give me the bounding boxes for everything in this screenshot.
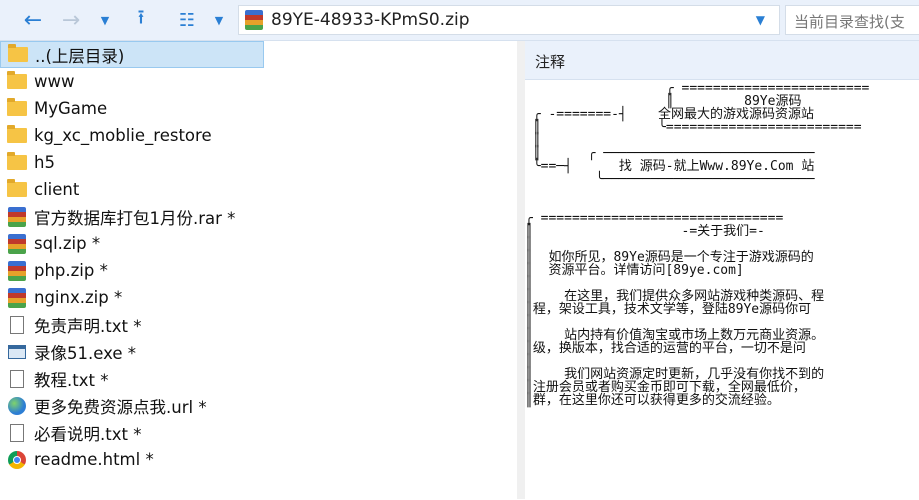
back-button[interactable]: ← xyxy=(18,6,48,34)
folder-icon xyxy=(7,44,29,65)
file-row[interactable]: MyGame xyxy=(0,95,517,122)
file-name: php.zip * xyxy=(34,261,108,280)
folder-icon xyxy=(6,152,28,173)
file-row[interactable]: kg_xc_moblie_restore xyxy=(0,122,517,149)
file-name: 更多免费资源点我.url * xyxy=(34,397,207,417)
file-name: client xyxy=(34,180,80,199)
archive-icon xyxy=(6,206,28,227)
chrome-icon xyxy=(6,450,28,470)
archive-icon xyxy=(6,233,28,254)
up-folder-icon: ⭱ xyxy=(137,5,145,29)
folder-icon xyxy=(6,71,28,92)
text-file-icon xyxy=(6,423,28,443)
file-name: 官方数据库打包1月份.rar * xyxy=(34,208,236,228)
splitter[interactable] xyxy=(517,41,525,499)
comment-text: ╭ ======================== ║ 89Ye源码 ╭ -=… xyxy=(525,81,870,408)
text-file-icon xyxy=(6,369,28,389)
file-name: ..(上层目录) xyxy=(35,46,125,66)
folder-icon xyxy=(6,125,28,146)
file-name: 免责声明.txt * xyxy=(34,316,142,336)
file-row[interactable]: 更多免费资源点我.url * xyxy=(0,392,517,419)
file-row[interactable]: nginx.zip * xyxy=(0,284,517,311)
file-row[interactable]: ..(上层目录) xyxy=(0,41,264,68)
arrow-right-icon: → xyxy=(61,7,81,33)
globe-icon xyxy=(6,396,28,416)
comment-title: 注释 xyxy=(535,53,566,71)
file-name: sql.zip * xyxy=(34,234,101,253)
search-input[interactable]: 当前目录查找(支 xyxy=(785,5,919,35)
archive-icon xyxy=(245,10,263,30)
file-name: 录像51.exe * xyxy=(34,343,137,363)
toolbar: ← → ▼ ⭱ ☷ ▼ 89YE-48933-KPmS0.zip ▼ 当前目录查… xyxy=(0,0,919,41)
comment-pane: 注释 ╭ ======================== ║ 89Ye源码 ╭… xyxy=(525,41,919,500)
file-name: readme.html * xyxy=(34,450,154,469)
history-dropdown[interactable]: ▼ xyxy=(96,6,114,34)
file-name: MyGame xyxy=(34,99,108,118)
archive-icon xyxy=(6,260,28,281)
comment-box[interactable]: ╭ ======================== ║ 89Ye源码 ╭ -=… xyxy=(525,79,919,500)
archive-icon xyxy=(6,287,28,308)
view-list-icon: ☷ xyxy=(178,9,196,31)
file-name: nginx.zip * xyxy=(34,288,123,307)
up-button[interactable]: ⭱ xyxy=(126,5,156,34)
file-row[interactable]: www xyxy=(0,68,517,95)
chevron-down-icon: ▼ xyxy=(214,13,224,27)
address-bar[interactable]: 89YE-48933-KPmS0.zip ▼ xyxy=(238,5,780,35)
arrow-left-icon: ← xyxy=(23,7,43,33)
file-row[interactable]: h5 xyxy=(0,149,517,176)
text-file-icon xyxy=(6,315,28,335)
file-name: kg_xc_moblie_restore xyxy=(34,126,212,145)
file-row[interactable]: php.zip * xyxy=(0,257,517,284)
file-name: 必看说明.txt * xyxy=(34,424,142,444)
view-dropdown[interactable]: ▼ xyxy=(210,6,228,34)
exe-icon xyxy=(6,342,28,362)
file-row[interactable]: sql.zip * xyxy=(0,230,517,257)
file-name: h5 xyxy=(34,153,55,172)
file-row[interactable]: 免责声明.txt * xyxy=(0,311,517,338)
file-name: www xyxy=(34,72,75,91)
file-row[interactable]: 录像51.exe * xyxy=(0,338,517,365)
file-row[interactable]: 教程.txt * xyxy=(0,365,517,392)
file-row[interactable]: readme.html * xyxy=(0,446,517,473)
folder-icon xyxy=(6,179,28,200)
file-name: 教程.txt * xyxy=(34,370,109,390)
folder-icon xyxy=(6,98,28,119)
address-text: 89YE-48933-KPmS0.zip xyxy=(271,10,470,30)
chevron-down-icon: ▼ xyxy=(100,13,110,27)
file-row[interactable]: 官方数据库打包1月份.rar * xyxy=(0,203,517,230)
chevron-down-icon[interactable]: ▼ xyxy=(755,13,765,27)
forward-button[interactable]: → xyxy=(56,6,86,34)
file-row[interactable]: 必看说明.txt * xyxy=(0,419,517,446)
view-button[interactable]: ☷ xyxy=(170,6,204,34)
file-row[interactable]: client xyxy=(0,176,517,203)
